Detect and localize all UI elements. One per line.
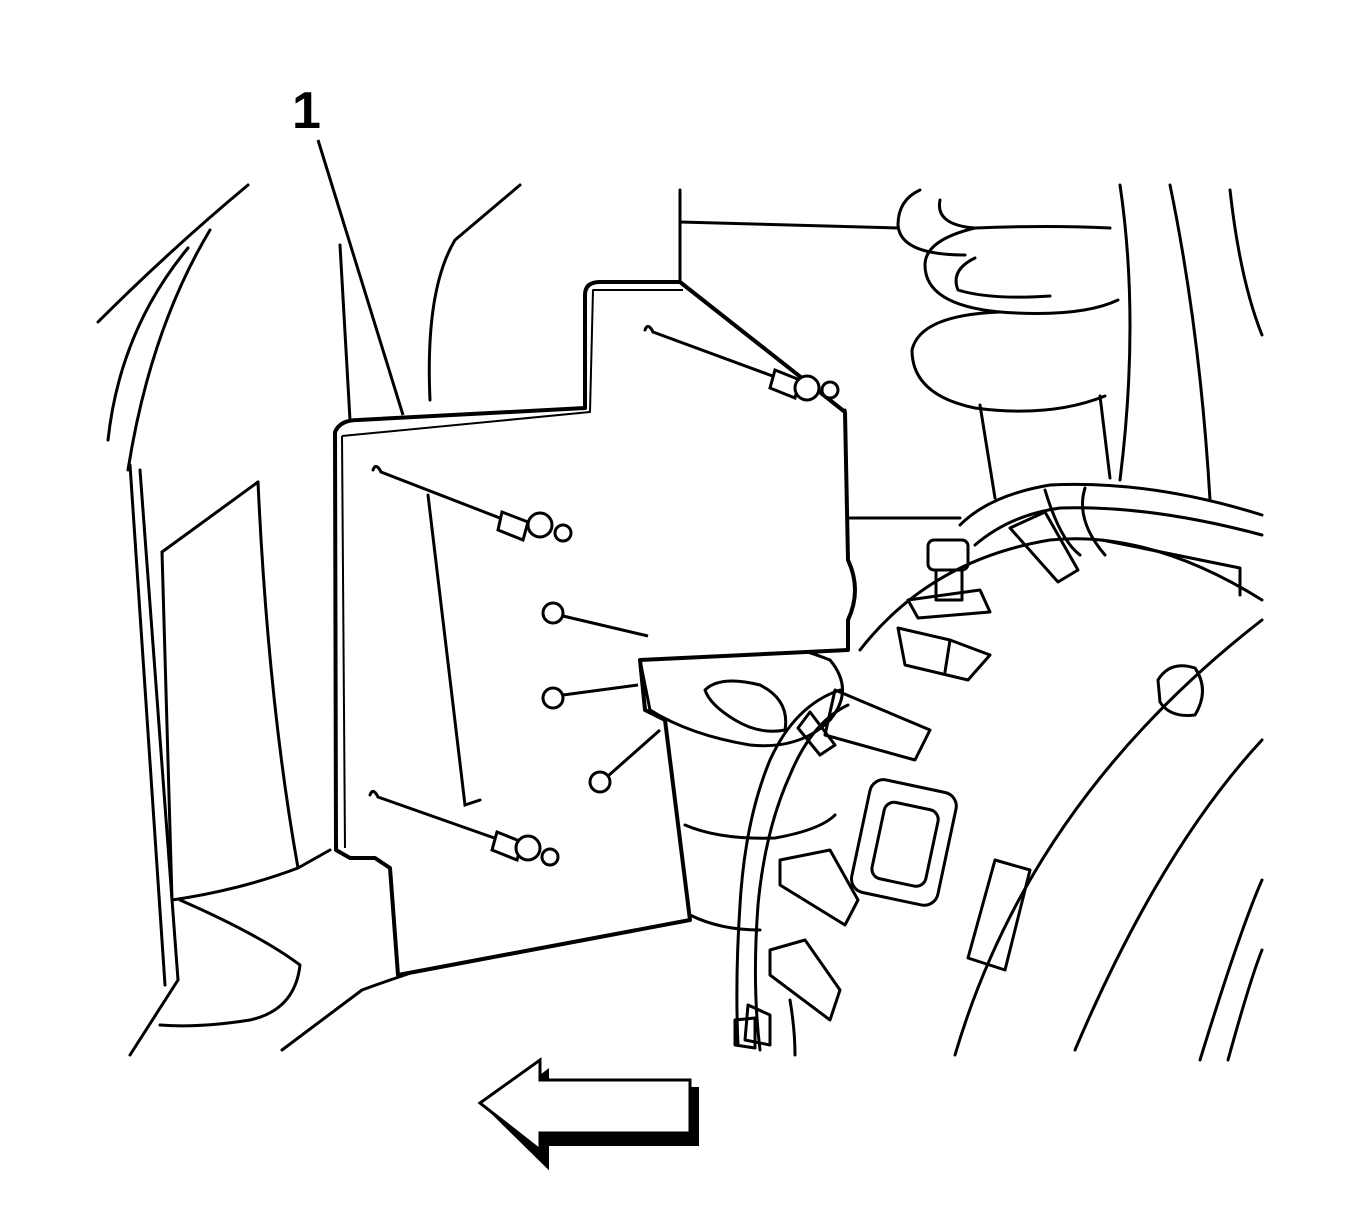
callout-1-leader bbox=[318, 140, 403, 415]
hole-indicator-1 bbox=[543, 603, 563, 623]
hole-indicator-2 bbox=[543, 688, 563, 708]
hole-indicators bbox=[543, 603, 660, 792]
left-fender-structure bbox=[98, 185, 520, 1055]
brake-hub-area bbox=[735, 484, 1262, 1060]
push-pin-fastener-bottom bbox=[370, 791, 558, 865]
push-pin-fastener-middle bbox=[373, 466, 571, 805]
strut-spring-assembly bbox=[680, 185, 1262, 518]
push-pin-fastener-top bbox=[645, 326, 838, 400]
direction-arrow-left-icon bbox=[480, 1060, 698, 1168]
hole-indicator-3 bbox=[590, 772, 610, 792]
callout-1-number: 1 bbox=[292, 82, 321, 140]
